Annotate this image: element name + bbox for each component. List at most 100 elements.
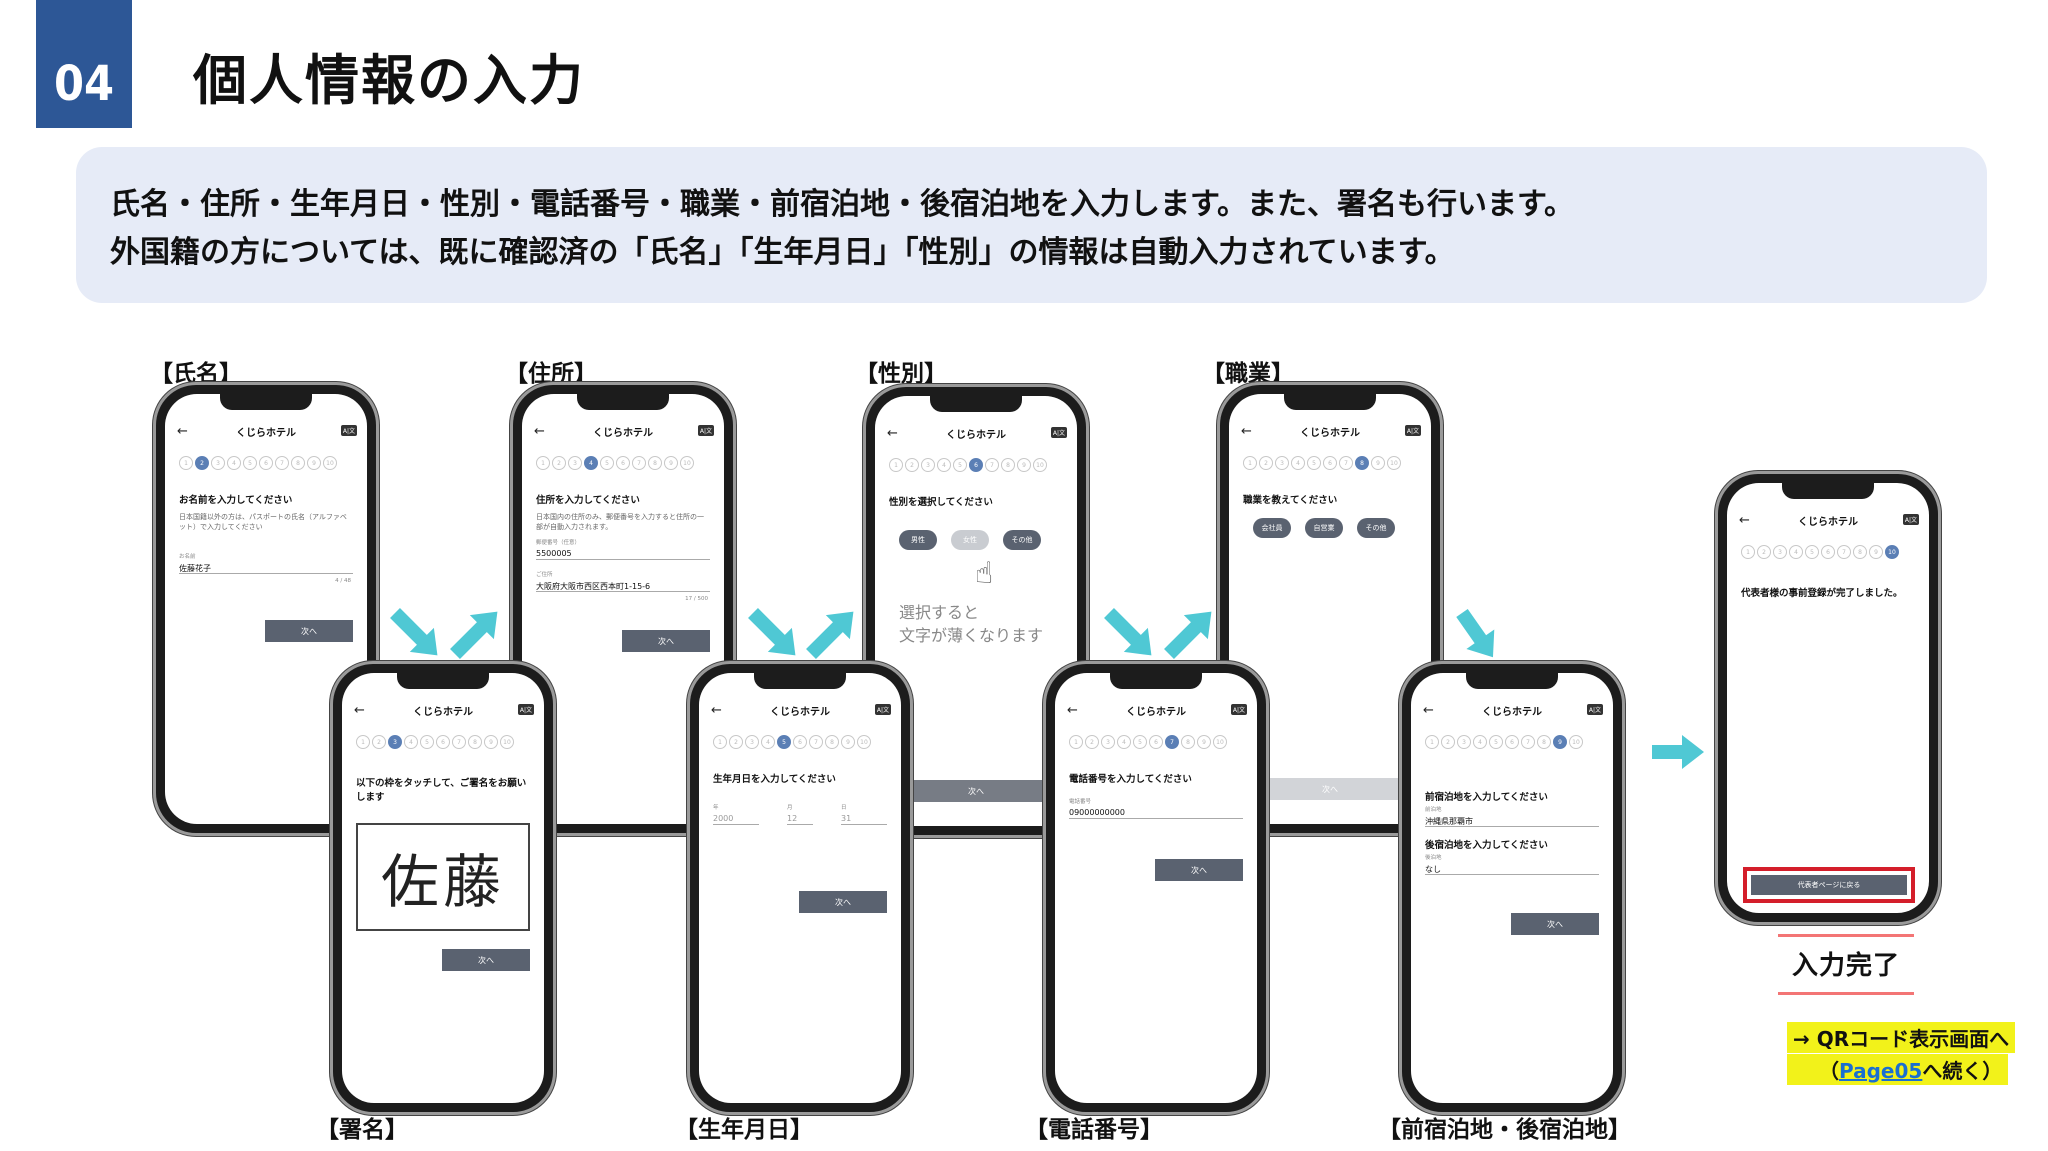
language-icon[interactable]: A|文 xyxy=(1902,514,1919,525)
prev-stay-field[interactable]: 前泊地沖縄県那覇市 xyxy=(1425,805,1599,827)
input-complete-label: 入力完了 xyxy=(1778,934,1914,995)
back-arrow-icon[interactable]: ← xyxy=(534,424,545,439)
question-next-stay: 後宿泊地を入力してください xyxy=(1425,840,1548,851)
option-female-selected[interactable]: 女性 xyxy=(951,530,989,550)
language-icon[interactable]: A|文 xyxy=(697,425,714,436)
next-button[interactable]: 次へ xyxy=(1155,859,1243,881)
step-number-badge: 04 xyxy=(36,0,132,128)
back-arrow-icon[interactable]: ← xyxy=(354,703,365,718)
back-arrow-icon[interactable]: ← xyxy=(1739,513,1750,528)
description-line-1: 氏名・住所・生年月日・性別・電話番号・職業・前宿泊地・後宿泊地を入力します。また… xyxy=(110,187,1574,222)
phone-notch xyxy=(1284,394,1376,410)
label-stay: 【前宿泊地・後宿泊地】 xyxy=(1378,1117,1631,1143)
flow-arrow-right-icon xyxy=(1652,735,1704,769)
back-arrow-icon[interactable]: ← xyxy=(1241,424,1252,439)
name-field[interactable]: お名前佐藤花子 xyxy=(179,552,353,574)
flow-arrow-up-icon xyxy=(1164,619,1204,659)
phone-notch xyxy=(1110,673,1202,689)
label-occupation: 【職業】 xyxy=(1202,361,1294,387)
flow-arrow-down-icon xyxy=(1456,608,1489,647)
option-male[interactable]: 男性 xyxy=(899,530,937,550)
phone-notch xyxy=(930,396,1022,412)
label-phone: 【電話番号】 xyxy=(1025,1117,1163,1143)
hotel-name: くじらホテル xyxy=(236,428,296,439)
option-employee[interactable]: 会社員 xyxy=(1253,518,1291,538)
flow-arrow-down-icon xyxy=(1104,608,1144,648)
option-self-employed[interactable]: 自営業 xyxy=(1305,518,1343,538)
phone-notch xyxy=(1782,483,1874,499)
language-icon[interactable]: A|文 xyxy=(1230,704,1247,715)
complete-message: 代表者様の事前登録が完了しました。 xyxy=(1741,588,1903,599)
note-text: 日本国内の住所のみ、郵便番号を入力すると住所の一部が自動入力されます。 xyxy=(536,513,704,531)
next-button[interactable]: 次へ xyxy=(265,620,353,642)
phone-notch xyxy=(577,394,669,410)
next-button[interactable]: 次へ xyxy=(622,630,710,652)
next-button[interactable]: 次へ xyxy=(899,780,1053,802)
option-other[interactable]: その他 xyxy=(1003,530,1041,550)
question-text: 電話番号を入力してください xyxy=(1069,774,1192,785)
next-button[interactable]: 次へ xyxy=(1511,913,1599,935)
option-other[interactable]: その他 xyxy=(1357,518,1395,538)
question-text: 住所を入力してください xyxy=(536,495,640,506)
phone-notch xyxy=(220,394,312,410)
next-stay-field[interactable]: 後泊地なし xyxy=(1425,853,1599,875)
flow-arrow-down-icon xyxy=(748,608,788,648)
question-text: 生年月日を入力してください xyxy=(713,774,836,785)
next-button[interactable]: 次へ xyxy=(442,949,530,971)
page-title: 個人情報の入力 xyxy=(193,49,585,112)
back-arrow-icon[interactable]: ← xyxy=(177,424,188,439)
back-arrow-icon[interactable]: ← xyxy=(1067,703,1078,718)
label-address: 【住所】 xyxy=(505,361,597,387)
back-arrow-icon[interactable]: ← xyxy=(1423,703,1434,718)
label-gender: 【性別】 xyxy=(855,361,947,387)
description-box: 氏名・住所・生年月日・性別・電話番号・職業・前宿泊地・後宿泊地を入力します。また… xyxy=(76,147,1987,303)
address-field[interactable]: ご住所大阪府大阪市西区西本町1-15-6 xyxy=(536,570,710,592)
gender-overlay-text: 選択すると文字が薄くなります xyxy=(899,603,1044,645)
language-icon[interactable]: A|文 xyxy=(340,425,357,436)
language-icon[interactable]: A|文 xyxy=(1404,425,1421,436)
char-counter: 17 / 500 xyxy=(685,596,708,602)
language-icon[interactable]: A|文 xyxy=(1050,427,1067,438)
back-arrow-icon[interactable]: ← xyxy=(887,426,898,441)
next-button[interactable]: 次へ xyxy=(799,891,887,913)
pointing-hand-icon: ☝ xyxy=(975,556,994,591)
footer-note-line-1: → QRコード表示画面へ xyxy=(1787,1022,2016,1053)
phone-notch xyxy=(1466,673,1558,689)
question-prev-stay: 前宿泊地を入力してください xyxy=(1425,792,1548,803)
flow-arrow-up-icon xyxy=(806,619,846,659)
question-text: 以下の枠をタッチして、ご署名をお願いします xyxy=(356,778,527,803)
return-to-representative-button[interactable]: 代表者ページに戻る xyxy=(1751,875,1907,895)
hotel-name: くじらホテル xyxy=(1126,707,1186,718)
char-counter: 4 / 48 xyxy=(335,578,351,584)
language-icon[interactable]: A|文 xyxy=(874,704,891,715)
language-icon[interactable]: A|文 xyxy=(517,704,534,715)
page05-link[interactable]: Page05 xyxy=(1839,1059,1923,1083)
zip-field[interactable]: 郵便番号（任意）5500005 xyxy=(536,538,710,560)
note-text: 日本国籍以外の方は、パスポートの氏名（アルファベット）で入力してください xyxy=(179,513,347,531)
label-birthdate: 【生年月日】 xyxy=(675,1117,813,1143)
hotel-name: くじらホテル xyxy=(946,430,1006,441)
language-icon[interactable]: A|文 xyxy=(1586,704,1603,715)
question-text: 職業を教えてください xyxy=(1243,495,1338,506)
phone-notch xyxy=(397,673,489,689)
flow-arrow-down-icon xyxy=(390,608,430,648)
next-button-disabled[interactable]: 次へ xyxy=(1253,778,1407,800)
return-button-highlight: 代表者ページに戻る xyxy=(1743,867,1915,903)
phone-notch xyxy=(754,673,846,689)
question-text: お名前を入力してください xyxy=(179,495,293,506)
back-arrow-icon[interactable]: ← xyxy=(711,703,722,718)
signature-pad[interactable]: 佐藤 xyxy=(356,823,530,931)
